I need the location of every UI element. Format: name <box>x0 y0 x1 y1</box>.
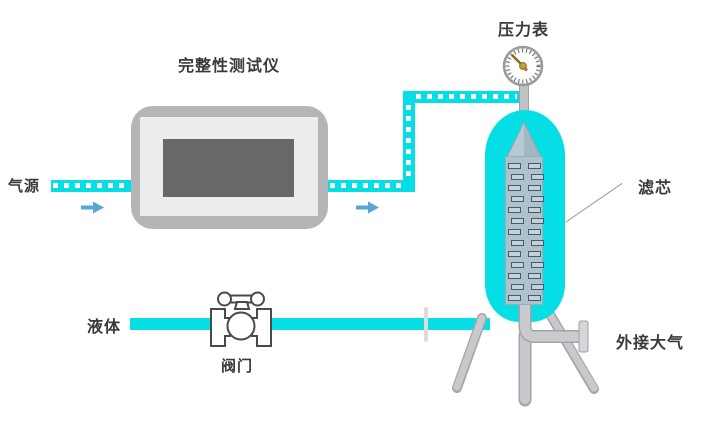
cartridge-slot <box>527 229 541 235</box>
cartridge-slot <box>510 174 524 180</box>
cartridge-slot <box>530 262 544 268</box>
label-atmosphere-vent: 外接大气 <box>616 335 685 352</box>
cartridge-slot <box>510 240 524 246</box>
flow-arrow-icon <box>81 201 104 214</box>
cartridge-slot <box>527 163 541 169</box>
label-tester: 完整性测试仪 <box>178 58 281 75</box>
cartridge-slot <box>527 251 541 257</box>
vent-pipe <box>518 305 589 353</box>
label-valve: 阀门 <box>221 358 254 375</box>
cartridge-slot <box>527 207 541 213</box>
cartridge-slot-row <box>510 240 544 246</box>
cartridge-slot-row <box>507 163 541 169</box>
cartridge-slot <box>507 185 521 191</box>
cartridge-slot-row <box>507 295 541 301</box>
cartridge-slot <box>527 295 541 301</box>
cartridge-slot-row <box>510 284 544 290</box>
cartridge-slot <box>527 185 541 191</box>
filter-cartridge <box>505 156 544 305</box>
liquid-pipe <box>130 318 490 330</box>
label-filter-cartridge: 滤芯 <box>638 180 673 197</box>
filter-pointer-line <box>565 182 623 223</box>
tester-device-screen <box>163 139 294 197</box>
cartridge-slot <box>530 240 544 246</box>
cartridge-slot-row <box>510 262 544 268</box>
gas-pipe-corner-bottom <box>403 180 415 192</box>
cartridge-slot-row <box>507 251 541 257</box>
cartridge-slot <box>507 163 521 169</box>
cartridge-tip <box>506 120 542 158</box>
liquid-pipe-fitting <box>424 307 428 342</box>
cartridge-slot-row <box>507 207 541 213</box>
vessel-legs <box>452 311 599 407</box>
label-pressure-gauge: 压力表 <box>498 22 550 39</box>
pressure-gauge-icon <box>502 45 544 87</box>
gas-pipe-top-run <box>403 91 519 103</box>
cartridge-slot <box>507 295 521 301</box>
cartridge-slot <box>530 174 544 180</box>
cartridge-slot <box>530 196 544 202</box>
cartridge-slot-row <box>510 174 544 180</box>
label-gas-source: 气源 <box>8 178 41 195</box>
gas-pipe-corner-top <box>403 91 415 103</box>
gas-pipe-riser <box>403 103 415 180</box>
flow-arrow-icon <box>356 201 379 214</box>
cartridge-slot <box>510 218 524 224</box>
label-liquid: 液体 <box>87 319 122 336</box>
gas-pipe-inlet <box>51 180 131 192</box>
valve-icon <box>210 291 272 347</box>
cartridge-slot <box>510 284 524 290</box>
cartridge-slot <box>507 273 521 279</box>
cartridge-slot <box>510 262 524 268</box>
cartridge-slot-row <box>510 218 544 224</box>
cartridge-slot-row <box>507 229 541 235</box>
cartridge-slot-row <box>507 273 541 279</box>
cartridge-slot <box>530 218 544 224</box>
cartridge-slot <box>507 251 521 257</box>
cartridge-slot <box>530 284 544 290</box>
cartridge-slot <box>527 273 541 279</box>
cartridge-slot <box>507 229 521 235</box>
cartridge-slot <box>507 207 521 213</box>
cartridge-slot-row <box>507 185 541 191</box>
cartridge-slot <box>510 196 524 202</box>
gas-pipe-outlet <box>328 180 415 192</box>
cartridge-slot-row <box>510 196 544 202</box>
